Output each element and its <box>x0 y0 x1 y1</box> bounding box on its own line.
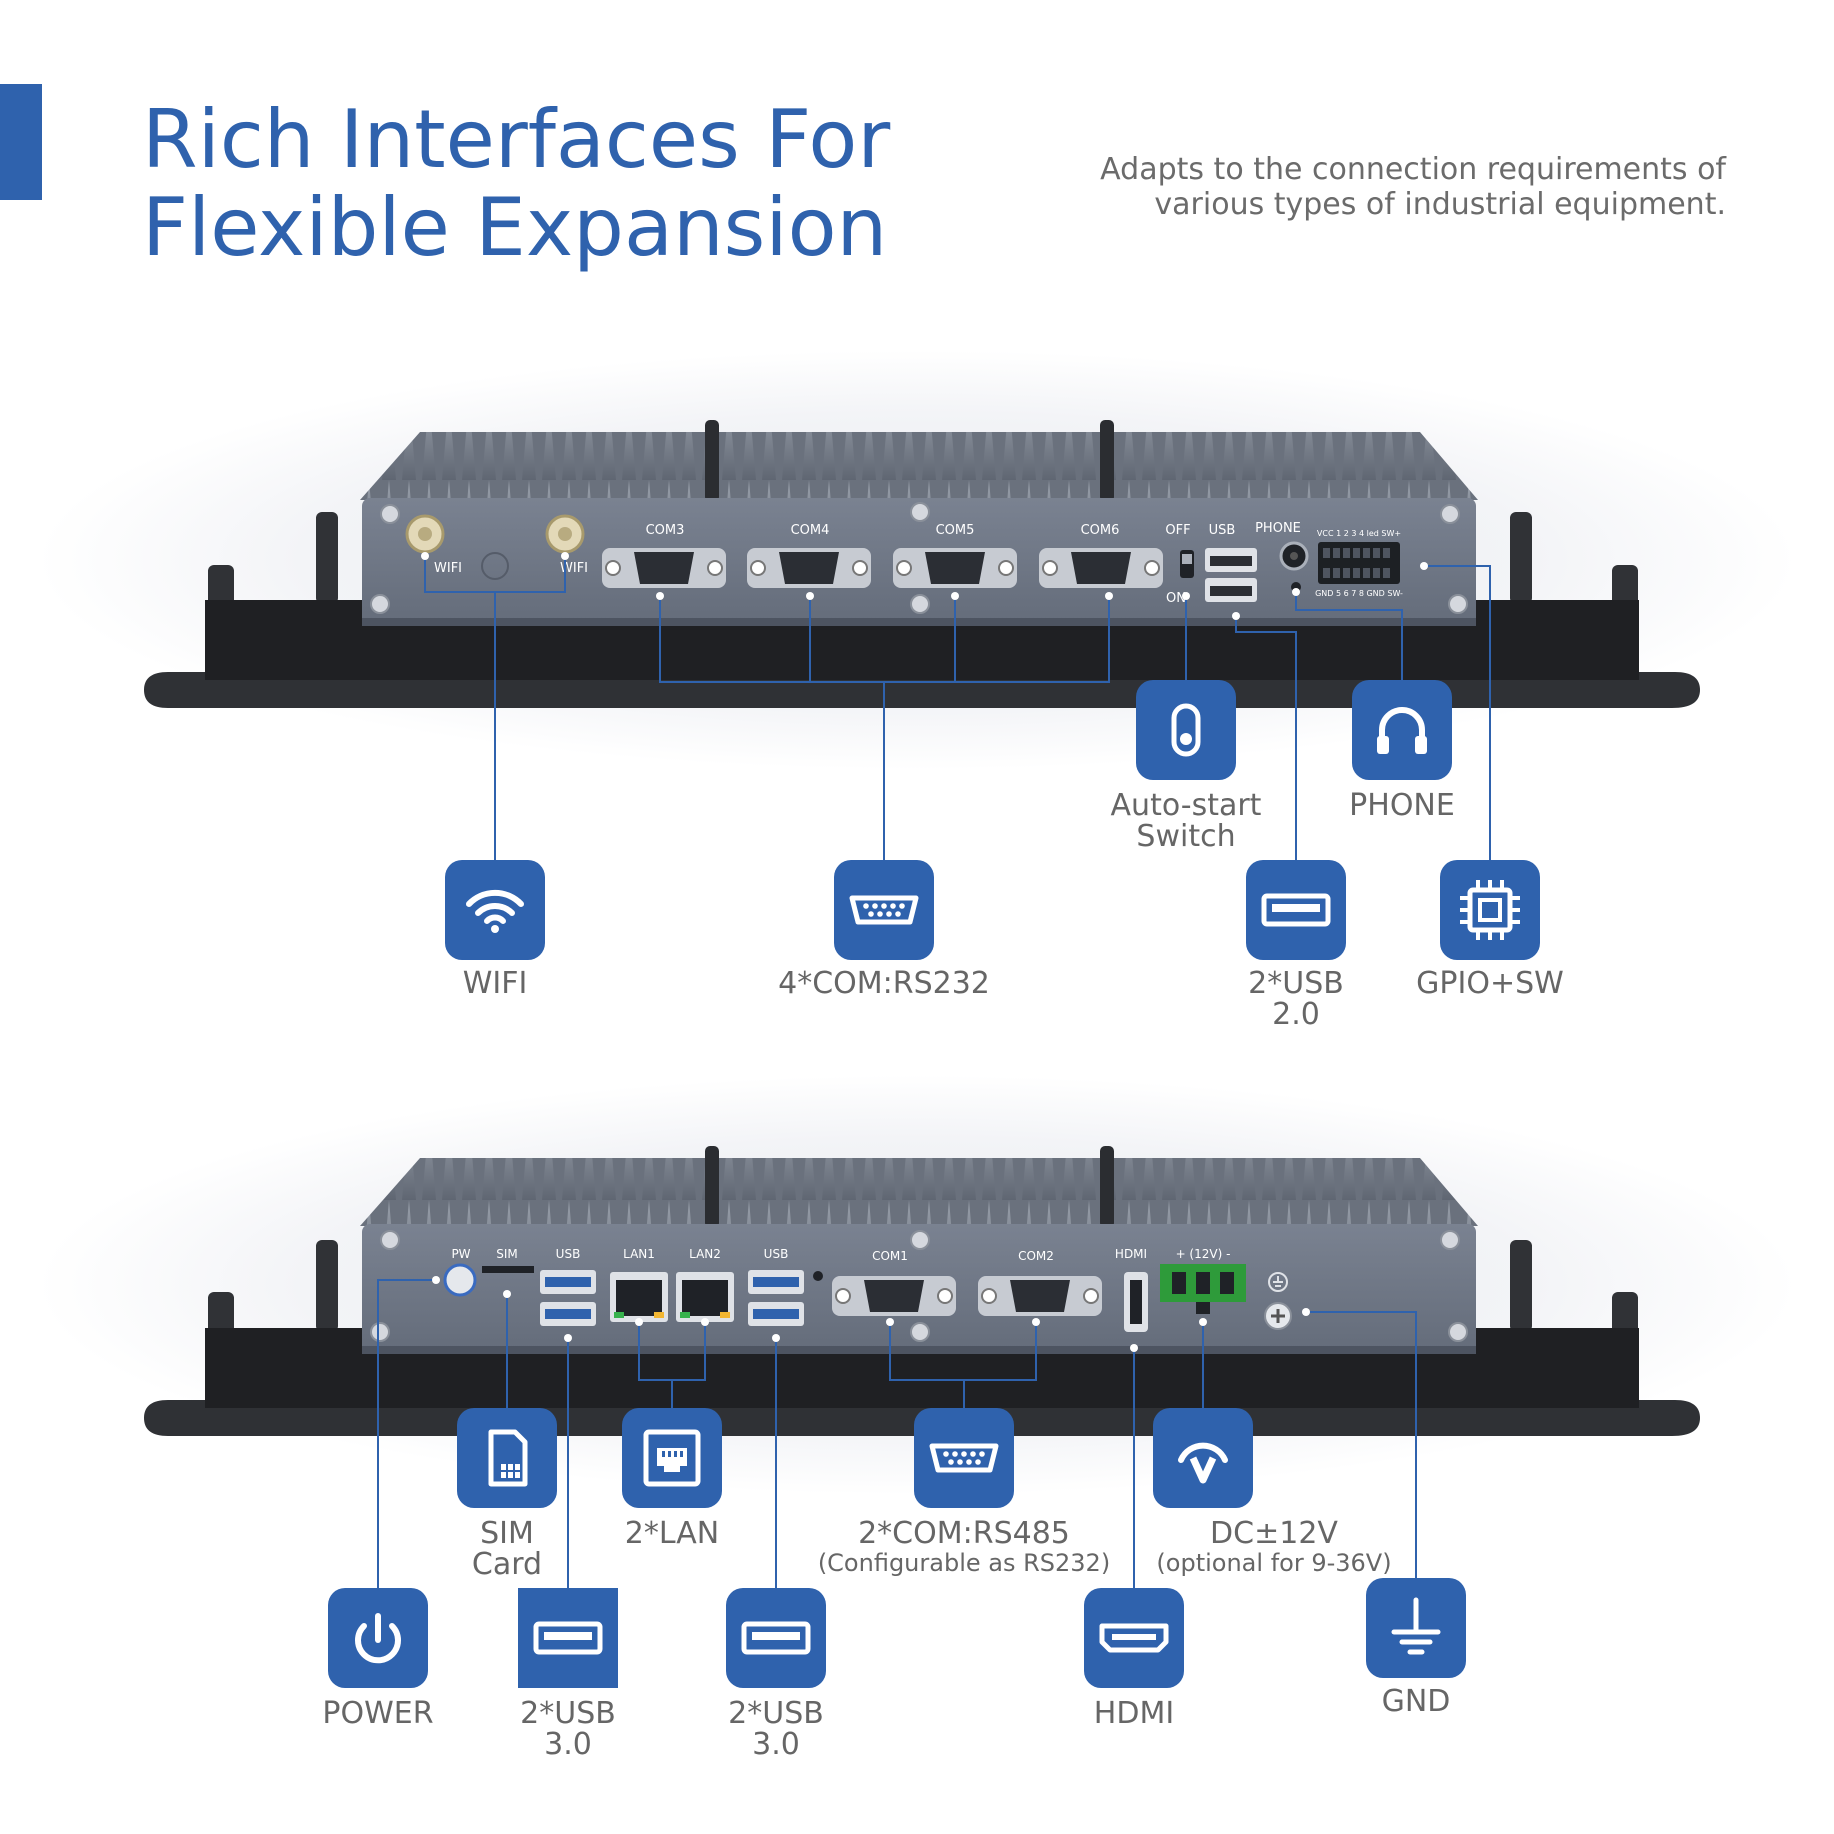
callout-label-usb2: 2*USB 2.0 <box>1248 966 1344 1032</box>
usb-port-icon <box>518 1588 618 1688</box>
callout-label-gnd: GND <box>1381 1684 1451 1719</box>
db9-connector <box>1039 548 1163 588</box>
port-label-usb: USB <box>1209 523 1236 538</box>
callout-label-usb3-a: 2*USB 3.0 <box>520 1696 616 1762</box>
port-label-wifi-right: WIFI <box>560 561 588 576</box>
port-label-lan2: LAN2 <box>689 1247 721 1261</box>
port-label-com1: COM1 <box>872 1249 908 1263</box>
port-label-sim: SIM <box>496 1247 518 1261</box>
db9-connector <box>747 548 871 588</box>
voltage-icon <box>1153 1408 1253 1508</box>
port-label-com3: COM3 <box>646 523 685 538</box>
port-label-com2: COM2 <box>1018 1249 1054 1263</box>
wifi-connector-right <box>545 514 585 554</box>
toggle-switch-icon <box>1136 680 1236 780</box>
port-label-com4: COM4 <box>791 523 830 538</box>
gpio-pin-labels-top: VCC 1 2 3 4 led SW+ <box>1317 529 1401 538</box>
usb-port-icon <box>1246 860 1346 960</box>
lan-port <box>610 1272 668 1322</box>
port-label-usb-a: USB <box>556 1247 581 1261</box>
port-label-on: ON <box>1166 591 1186 606</box>
callout-label-gpio: GPIO+SW <box>1416 966 1564 1001</box>
hdmi-port-icon <box>1084 1588 1184 1688</box>
usb-port-icon <box>726 1588 826 1688</box>
callout-label-dc: DC±12V (optional for 9-36V) <box>1156 1516 1392 1577</box>
port-label-wifi-left: WIFI <box>434 561 462 576</box>
callout-label-usb3-b: 2*USB 3.0 <box>728 1696 824 1762</box>
port-label-lan1: LAN1 <box>623 1247 655 1261</box>
port-label-pw: PW <box>451 1247 470 1261</box>
db9-connector <box>602 548 726 588</box>
callout-label-autostart: Auto-start Switch <box>1110 788 1262 854</box>
power-icon <box>328 1588 428 1688</box>
port-label-com6: COM6 <box>1081 523 1120 538</box>
power-button <box>443 1263 477 1297</box>
callout-label-phone: PHONE <box>1349 788 1455 823</box>
ground-icon <box>1366 1578 1466 1678</box>
sim-card-icon <box>457 1408 557 1508</box>
db9-connector <box>893 548 1017 588</box>
header-accent-bar <box>0 84 42 200</box>
subtitle-line-1: Adapts to the connection requirements of <box>1100 152 1726 187</box>
serial-port-icon <box>914 1408 1014 1508</box>
port-label-hdmi: HDMI <box>1115 1247 1147 1261</box>
port-label-usb-b: USB <box>764 1247 789 1261</box>
title-line-1: Rich Interfaces For <box>142 93 891 186</box>
port-label-com5: COM5 <box>936 523 975 538</box>
lan-port <box>676 1272 734 1322</box>
gpio-pin-labels-bottom: GND 5 6 7 8 GND SW- <box>1315 589 1403 598</box>
subtitle-line-2: various types of industrial equipment. <box>1154 187 1726 222</box>
callout-label-wifi: WIFI <box>462 966 528 1001</box>
ethernet-port-icon <box>622 1408 722 1508</box>
bottom-device: PW SIM USB LAN1 LAN2 <box>37 1075 1797 1588</box>
db9-connector <box>832 1276 956 1316</box>
chip-icon <box>1440 860 1540 960</box>
callout-label-power: POWER <box>322 1696 434 1731</box>
serial-port-icon <box>834 860 934 960</box>
port-label-dc: + (12V) - <box>1176 1247 1231 1261</box>
callout-label-hdmi: HDMI <box>1093 1696 1175 1731</box>
page-title: Rich Interfaces For Flexible Expansion <box>142 96 890 272</box>
wifi-icon <box>445 860 545 960</box>
wifi-connector-left <box>405 514 445 554</box>
callout-label-com-top: 4*COM:RS232 <box>778 966 990 1001</box>
callout-label-com-bottom: 2*COM:RS485 (Configurable as RS232) <box>817 1516 1111 1577</box>
title-line-2: Flexible Expansion <box>142 181 888 274</box>
port-label-off: OFF <box>1165 523 1190 538</box>
callout-label-lan: 2*LAN <box>624 1516 720 1551</box>
top-device: WIFI WIFI <box>37 350 1797 860</box>
callout-label-sim: SIM Card <box>471 1516 543 1582</box>
sim-slot <box>482 1266 534 1273</box>
port-label-phone: PHONE <box>1255 521 1301 536</box>
db9-connector <box>978 1276 1102 1316</box>
headphones-icon <box>1352 680 1452 780</box>
page-subtitle: Adapts to the connection requirements of… <box>1100 152 1726 222</box>
